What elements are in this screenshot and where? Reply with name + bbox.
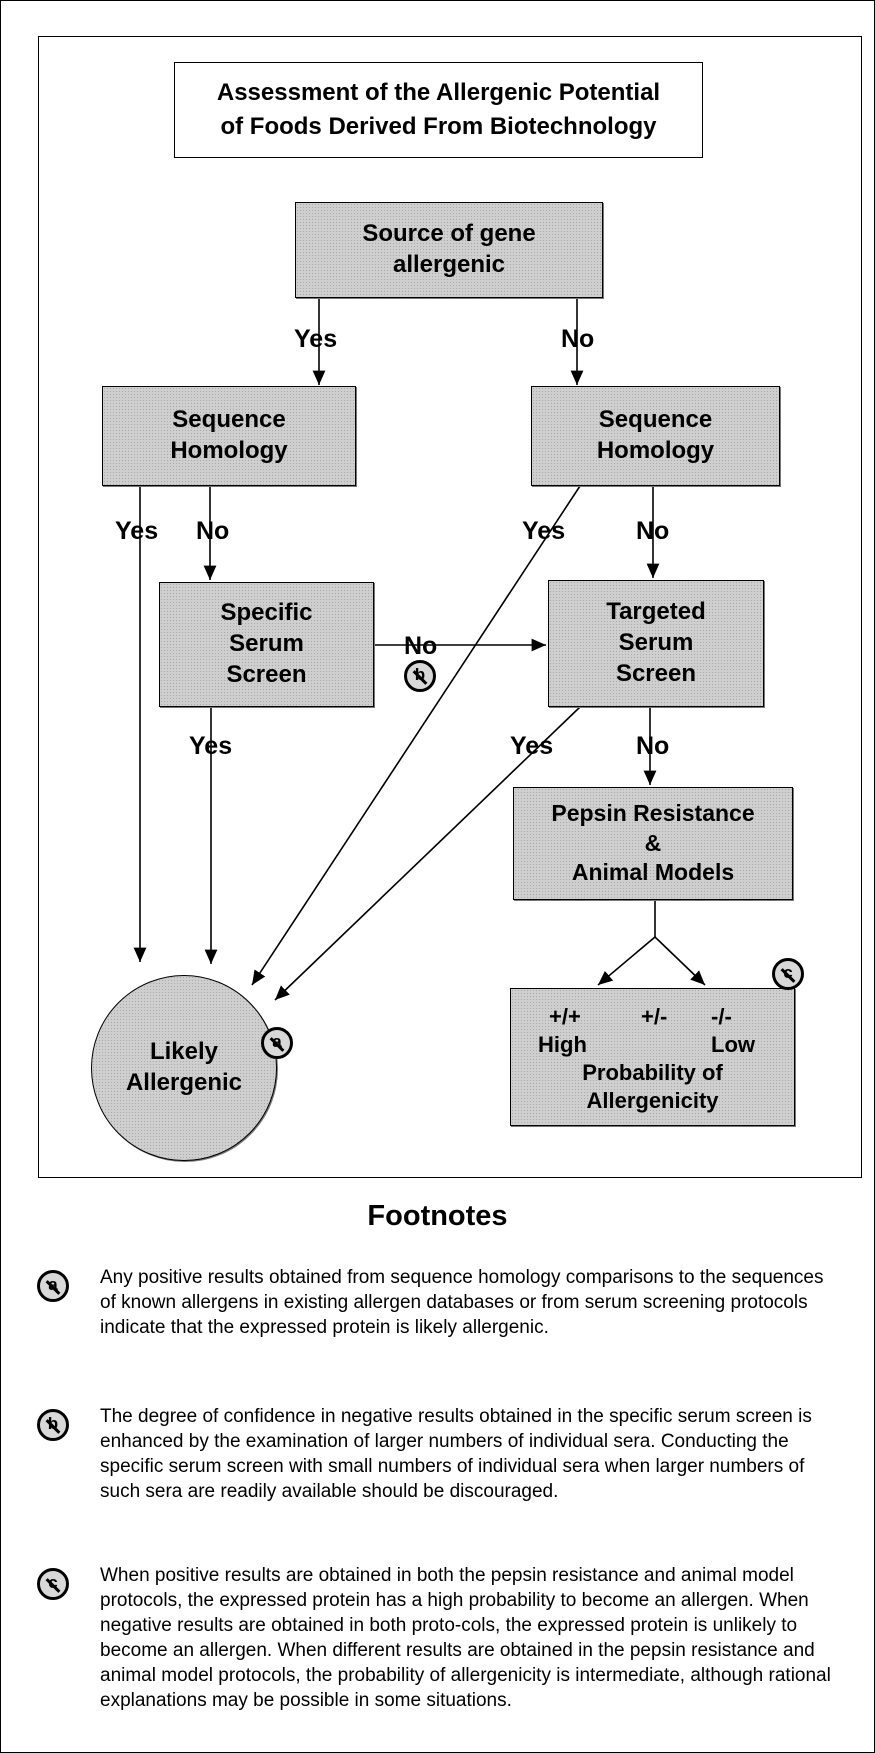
edge-label-targeted-yes: Yes bbox=[510, 732, 554, 760]
prob-sign-minus-minus: -/- bbox=[711, 1004, 732, 1029]
edge-label-specific-yes: Yes bbox=[189, 732, 233, 760]
footnote-a-icon: a bbox=[37, 1270, 69, 1302]
prob-low-label: Low bbox=[711, 1032, 755, 1057]
footnote-c-text: When positive results are obtained in bo… bbox=[100, 1565, 831, 1711]
footnote-badge-b-icon: b bbox=[404, 660, 436, 692]
edge-label-targeted-no: No bbox=[636, 732, 670, 760]
probability-node: +/+ +/- -/- High Low Probability of Alle… bbox=[510, 988, 795, 1126]
source-gene-node: Source of gene allergenic bbox=[295, 202, 603, 298]
arrow-split-left bbox=[597, 936, 656, 986]
prob-sign-plus-minus: +/- bbox=[641, 1004, 668, 1029]
footnote-c-icon: c bbox=[37, 1568, 69, 1600]
edge-label-source-no: No bbox=[561, 325, 595, 353]
prob-high-label: High bbox=[538, 1032, 587, 1057]
sequence-homology-left-node: Sequence Homology bbox=[102, 386, 356, 486]
edge-label-seqright-no: No bbox=[636, 517, 670, 545]
footnote-badge-a-icon: a bbox=[261, 1027, 293, 1059]
edge-label-seqright-yes: Yes bbox=[522, 517, 566, 545]
diagram-frame bbox=[38, 36, 862, 1178]
footnotes-heading: Footnotes bbox=[367, 1200, 508, 1232]
diagram-title: Assessment of the Allergenic Potential o… bbox=[174, 62, 703, 158]
edge-label-seqleft-yes: Yes bbox=[115, 517, 159, 545]
pepsin-animal-models-node: Pepsin Resistance & Animal Models bbox=[513, 787, 793, 900]
footnote-badge-c-icon: c bbox=[772, 958, 804, 990]
sequence-homology-right-node: Sequence Homology bbox=[531, 386, 780, 486]
edge-label-specific-no: No bbox=[404, 632, 438, 660]
targeted-serum-screen-node: Targeted Serum Screen bbox=[548, 580, 764, 707]
edge-label-seqleft-no: No bbox=[196, 517, 230, 545]
arrow-targeted-likely bbox=[274, 706, 581, 1001]
prob-caption: Probability of Allergenicity bbox=[582, 1060, 723, 1113]
edge-label-source-yes: Yes bbox=[294, 325, 338, 353]
arrow-split-right bbox=[654, 936, 706, 986]
prob-sign-plus-plus: +/+ bbox=[549, 1004, 581, 1029]
arrow-seqright-likely bbox=[251, 485, 581, 986]
footnote-b-text: The degree of confidence in negative res… bbox=[100, 1406, 812, 1502]
likely-allergenic-node: Likely Allergenic bbox=[91, 975, 277, 1161]
footnote-a-text: Any positive results obtained from seque… bbox=[100, 1267, 824, 1338]
footnote-b-icon: b bbox=[37, 1409, 69, 1441]
specific-serum-screen-node: Specific Serum Screen bbox=[159, 582, 374, 707]
